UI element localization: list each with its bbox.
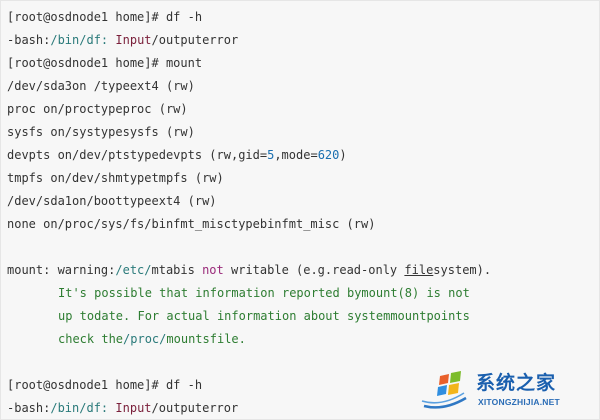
terminal-text-segment: tmpfs on/dev/shmtypetmpfs (rw): [7, 171, 224, 185]
terminal-line: up todate. For actual information about …: [58, 308, 470, 324]
terminal-text-segment: Input: [115, 33, 152, 47]
terminal-text-segment: proc on/proctypeproc (rw): [7, 102, 188, 116]
terminal-text-segment: ): [339, 148, 347, 162]
terminal-text-segment: /dev/sda3on /typeext4 (rw): [7, 79, 195, 93]
terminal-text-segment: [root@osdnode1 home]# df -h: [7, 378, 203, 392]
terminal-text-segment: /bin/df:: [50, 33, 109, 47]
terminal-text-segment: system).: [433, 263, 492, 277]
terminal-line: proc on/proctypeproc (rw): [7, 101, 188, 117]
terminal-text-segment: Input: [115, 401, 152, 415]
terminal-line: sysfs on/systypesysfs (rw): [7, 124, 195, 140]
windows-flag-logo-icon: [421, 371, 467, 409]
watermark-site-name: 系统之家: [476, 372, 557, 394]
terminal-text-segment: mtabis: [151, 263, 203, 277]
terminal-text-segment: /dev/sda1on/boottypeext4 (rw): [7, 194, 217, 208]
terminal-text-segment: ,mode=: [274, 148, 318, 162]
terminal-line: -bash:/bin/df: Input/outputerror: [7, 32, 238, 48]
terminal-text-segment: 5: [267, 148, 275, 162]
terminal-text-segment: mount: warning:: [7, 263, 116, 277]
terminal-text-segment: mountsfile.: [166, 332, 246, 346]
terminal-text-segment: 620: [317, 148, 340, 162]
terminal-text-segment: /bin/df:: [50, 401, 109, 415]
terminal-line: [root@osdnode1 home]# mount: [7, 55, 202, 71]
terminal-text-segment: -bash:: [7, 401, 51, 415]
terminal-text-segment: not: [202, 263, 224, 277]
terminal-line: [root@osdnode1 home]# df -h: [7, 9, 202, 25]
terminal-line: mount: warning:/etc/mtabis not writable …: [7, 262, 491, 278]
watermark-site-url: XITONGZHIJIA.NET: [478, 397, 560, 407]
terminal-line: tmpfs on/dev/shmtypetmpfs (rw): [7, 170, 224, 186]
terminal-line: none on/proc/sys/fs/binfmt_misctypebinfm…: [7, 216, 375, 232]
terminal-line: [root@osdnode1 home]# df -h: [7, 377, 202, 393]
terminal-text-segment: [root@osdnode1 home]# mount: [7, 56, 203, 70]
terminal-text-segment: [root@osdnode1 home]# df -h: [7, 10, 203, 24]
terminal-line: /dev/sda3on /typeext4 (rw): [7, 78, 195, 94]
site-watermark: 系统之家 XITONGZHIJIA.NET: [420, 366, 596, 416]
terminal-line: devpts on/dev/ptstypedevpts (rw,gid=5,mo…: [7, 147, 347, 163]
terminal-text-segment: -bash:: [7, 33, 51, 47]
terminal-text-segment: /proc/: [123, 332, 167, 346]
terminal-text-segment: up todate. For actual information about …: [58, 309, 470, 323]
terminal-text-segment: sysfs on/systypesysfs (rw): [7, 125, 195, 139]
terminal-text-segment: /outputerror: [151, 401, 239, 415]
terminal-text-segment: It's possible that information reported …: [58, 286, 470, 300]
terminal-text-segment: none on/proc/sys/fs/binfmt_misctypebinfm…: [7, 217, 376, 231]
terminal-line: It's possible that information reported …: [58, 285, 470, 301]
terminal-text-segment: devpts on/dev/ptstypedevpts (rw,gid=: [7, 148, 268, 162]
terminal-text-segment: file: [404, 263, 434, 277]
terminal-text-segment: /etc/: [115, 263, 152, 277]
terminal-line: /dev/sda1on/boottypeext4 (rw): [7, 193, 217, 209]
terminal-line: -bash:/bin/df: Input/outputerror: [7, 400, 238, 416]
terminal-text-segment: /outputerror: [151, 33, 239, 47]
terminal-text-segment: writable (e.g.read-only: [223, 263, 405, 277]
terminal-text-segment: check the: [58, 332, 124, 346]
terminal-line: check the/proc/mountsfile.: [58, 331, 246, 347]
